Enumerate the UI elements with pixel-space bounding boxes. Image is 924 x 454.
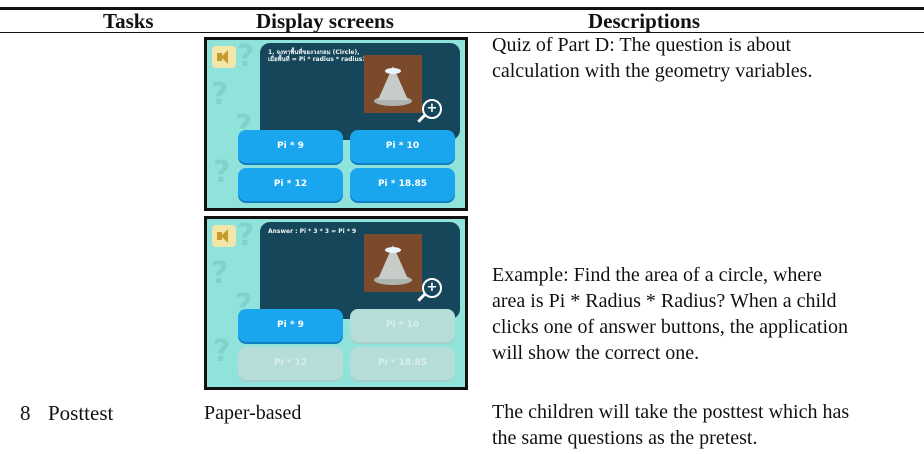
- question-panel: Answer : Pi * 3 * 3 = Pi * 9 +: [260, 222, 460, 319]
- answer-button-dimmed: Pi * 18.85: [350, 347, 455, 380]
- answer-button-2[interactable]: Pi * 10: [350, 130, 455, 163]
- answer-button-correct[interactable]: Pi * 9: [238, 309, 343, 342]
- question-text: 1. จงหาพื้นที่ของวงกลม (Circle), เมื่อพื…: [268, 49, 366, 63]
- answer-text: Answer : Pi * 3 * 3 = Pi * 9: [268, 228, 357, 235]
- description-row-8: The children will take the posttest whic…: [492, 401, 850, 449]
- magnifier-plus-icon[interactable]: +: [422, 99, 442, 119]
- answer-button-1[interactable]: Pi * 9: [238, 130, 343, 163]
- magnifier-plus-icon[interactable]: +: [422, 278, 442, 298]
- question-panel: 1. จงหาพื้นที่ของวงกลม (Circle), เมื่อพื…: [260, 43, 460, 140]
- game-screen: ? ? ? ? ? ? ? Answer : Pi * 3 * 3 = Pi *…: [207, 219, 465, 387]
- table-top-rule: [0, 7, 924, 10]
- game-screen: ? ? ? ? ? ? ? 1. จงหาพื้นที่ของวงกลม (Ci…: [207, 40, 465, 208]
- screenshot-quiz-question: ? ? ? ? ? ? ? 1. จงหาพื้นที่ของวงกลม (Ci…: [204, 37, 468, 211]
- cone-image: [364, 55, 422, 113]
- answer-button-3[interactable]: Pi * 12: [238, 168, 343, 201]
- table-header-rule: [0, 32, 924, 33]
- answer-button-4[interactable]: Pi * 18.85: [350, 168, 455, 201]
- display-paper-based: Paper-based: [204, 402, 302, 424]
- answer-button-dimmed: Pi * 10: [350, 309, 455, 342]
- header-descriptions: Descriptions: [588, 9, 700, 33]
- screenshot-quiz-answer: ? ? ? ? ? ? ? Answer : Pi * 3 * 3 = Pi *…: [204, 216, 468, 390]
- header-display-screens: Display screens: [256, 9, 394, 33]
- cone-image: [364, 234, 422, 292]
- description-row-2: Example: Find the area of a circle, wher…: [492, 264, 849, 364]
- task-posttest: Posttest: [48, 401, 114, 425]
- answer-button-dimmed: Pi * 12: [238, 347, 343, 380]
- speaker-icon[interactable]: [212, 225, 236, 247]
- description-row-1: Quiz of Part D: The question is about ca…: [492, 34, 813, 82]
- header-tasks: Tasks: [103, 9, 154, 33]
- row-number: 8: [20, 401, 31, 425]
- speaker-icon[interactable]: [212, 46, 236, 68]
